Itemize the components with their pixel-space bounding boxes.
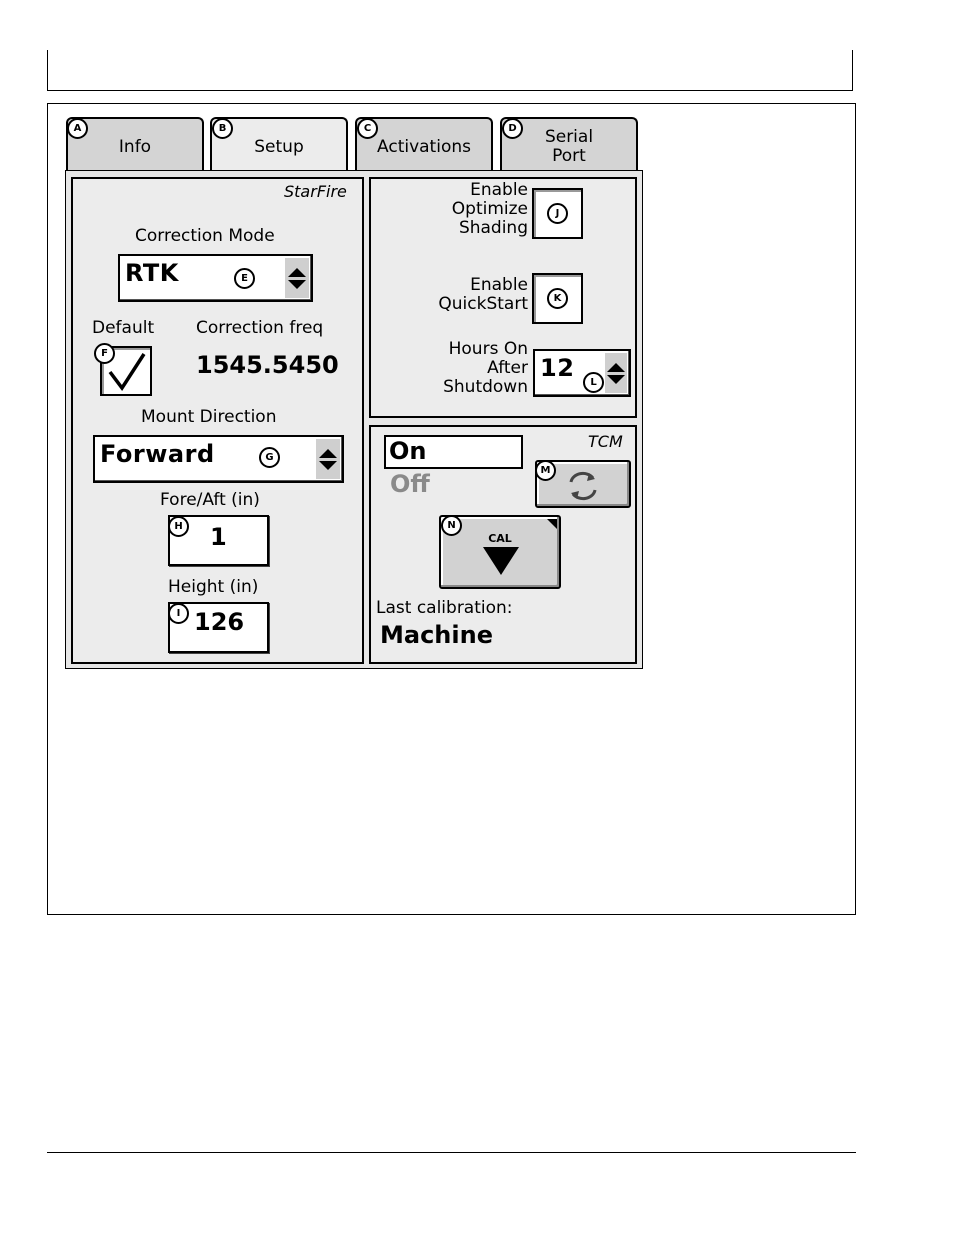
tab-activations-badge: C xyxy=(357,118,378,139)
tcm-title: TCM xyxy=(588,432,623,451)
mount-direction-spinner[interactable] xyxy=(316,439,340,479)
optimize-shading-label-2: Optimize xyxy=(420,200,528,219)
fore-aft-value: 1 xyxy=(210,523,227,551)
refresh-icon xyxy=(563,468,603,504)
cal-label: CAL xyxy=(441,532,559,545)
tab-setup-badge: B xyxy=(212,118,233,139)
arrow-down-icon xyxy=(607,375,625,384)
refresh-badge: M xyxy=(535,460,556,481)
hours-on-label-2: After xyxy=(410,359,528,378)
arrow-down-icon xyxy=(288,280,306,289)
tcm-on-label: On xyxy=(389,437,427,465)
hours-on-label-1: Hours On xyxy=(410,340,528,359)
correction-mode-spinner[interactable] xyxy=(285,258,309,298)
quickstart-label-2: QuickStart xyxy=(410,295,528,314)
mount-direction-select[interactable]: Forward xyxy=(93,435,344,483)
hours-on-select[interactable]: 12 xyxy=(533,349,631,397)
correction-freq-label: Correction freq xyxy=(196,318,323,338)
optimize-shading-badge: J xyxy=(547,203,568,224)
height-value: 126 xyxy=(194,608,244,636)
height-badge: I xyxy=(168,603,189,624)
quickstart-badge: K xyxy=(547,288,568,309)
quickstart-label: Enable QuickStart xyxy=(410,276,528,314)
optimize-shading-label-1: Enable xyxy=(420,181,528,200)
mount-direction-label: Mount Direction xyxy=(141,407,277,427)
hours-on-spinner[interactable] xyxy=(605,353,627,393)
default-badge: F xyxy=(94,343,115,364)
height-label: Height (in) xyxy=(168,577,258,597)
arrow-down-icon xyxy=(481,547,521,577)
tcm-off-option[interactable]: Off xyxy=(390,470,430,498)
fore-aft-badge: H xyxy=(168,516,189,537)
tab-setup-label: Setup xyxy=(254,138,303,157)
arrow-up-icon xyxy=(607,363,625,372)
mount-direction-value: Forward xyxy=(100,440,215,468)
correction-mode-value: RTK xyxy=(125,259,179,287)
optimize-shading-label-3: Shading xyxy=(420,219,528,238)
hours-on-value: 12 xyxy=(540,354,574,382)
bottom-rule xyxy=(47,1152,856,1153)
correction-mode-label: Correction Mode xyxy=(135,226,275,246)
tab-serial-port-label-1: Serial xyxy=(545,128,593,147)
optimize-shading-label: Enable Optimize Shading xyxy=(420,181,528,238)
tab-serial-port-badge: D xyxy=(502,118,523,139)
last-calibration-label: Last calibration: xyxy=(376,598,513,618)
hours-on-label: Hours On After Shutdown xyxy=(410,340,528,397)
hours-on-badge: L xyxy=(583,372,604,393)
fore-aft-label: Fore/Aft (in) xyxy=(160,490,260,510)
starfire-title: StarFire xyxy=(284,182,347,201)
tab-serial-port-label-2: Port xyxy=(545,147,593,166)
quickstart-label-1: Enable xyxy=(410,276,528,295)
tab-info-label: Info xyxy=(119,138,151,157)
tcm-on-option[interactable]: On xyxy=(384,435,523,469)
arrow-up-icon xyxy=(319,449,337,458)
correction-mode-select[interactable]: RTK xyxy=(118,254,313,302)
correction-freq-value: 1545.5450 xyxy=(196,351,339,379)
hours-on-label-3: Shutdown xyxy=(410,378,528,397)
correction-mode-badge: E xyxy=(234,268,255,289)
arrow-down-icon xyxy=(319,461,337,470)
header-box xyxy=(47,50,853,91)
calibrate-badge: N xyxy=(441,515,462,536)
tab-info-badge: A xyxy=(67,118,88,139)
default-label: Default xyxy=(92,318,154,338)
mount-direction-badge: G xyxy=(259,447,280,468)
tab-activations-label: Activations xyxy=(377,138,471,157)
corner-marker-icon xyxy=(547,519,557,529)
last-calibration-value: Machine xyxy=(380,621,493,649)
arrow-up-icon xyxy=(288,268,306,277)
